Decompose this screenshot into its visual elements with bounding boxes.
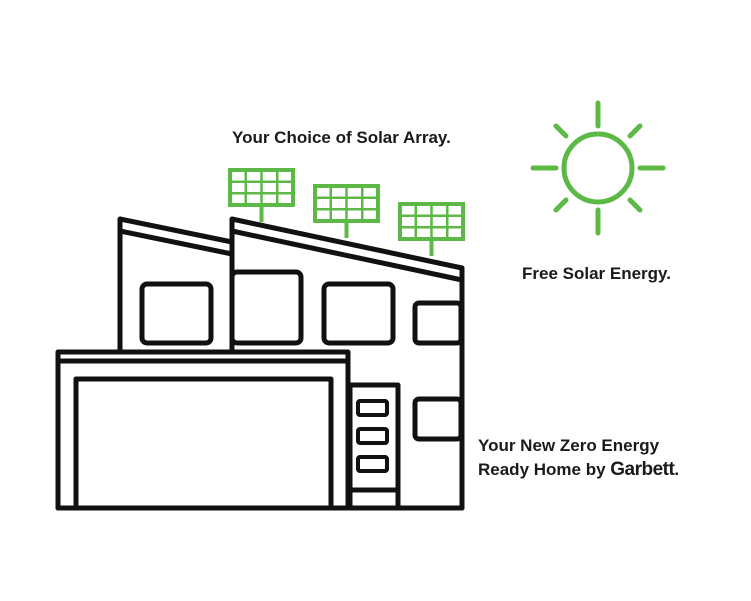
- solar-array-caption: Your Choice of Solar Array.: [232, 128, 451, 147]
- home-caption-suffix: .: [674, 460, 680, 479]
- solar-panel-3-icon: [398, 202, 465, 256]
- home-caption-prefix: Ready Home by: [478, 460, 611, 479]
- home-caption-line-2: Ready Home by Garbett.: [478, 458, 679, 482]
- solar-panel-1-icon: [228, 168, 295, 222]
- house-illustration: [55, 216, 465, 511]
- garbett-brand: Garbett: [610, 459, 675, 480]
- home-caption: Your New Zero Energy Ready Home by Garbe…: [478, 434, 679, 482]
- sun-icon: [530, 100, 666, 236]
- home-caption-line-1: Your New Zero Energy: [478, 436, 660, 455]
- solar-panel-2-icon: [313, 184, 380, 238]
- free-energy-caption: Free Solar Energy.: [522, 264, 671, 283]
